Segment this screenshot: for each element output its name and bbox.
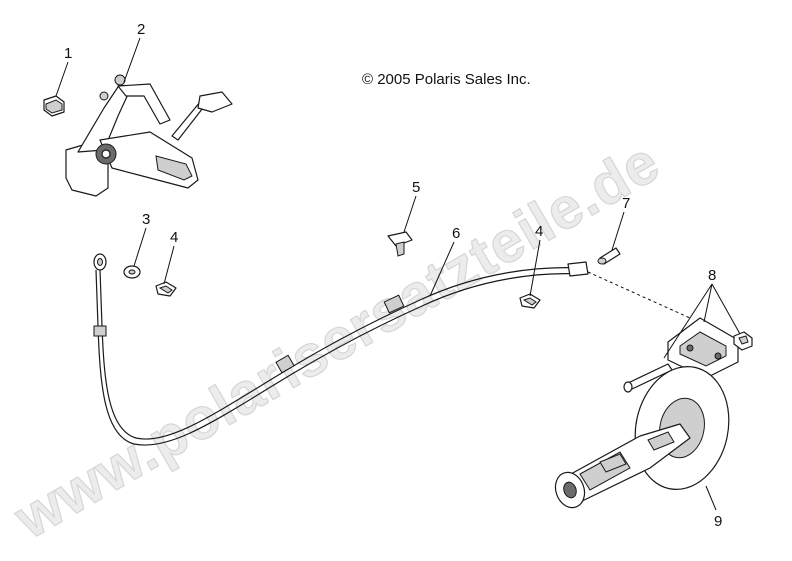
- callout-7: 7: [622, 195, 630, 212]
- callout-4-left: 4: [170, 229, 178, 246]
- copyright-text: © 2005 Polaris Sales Inc.: [362, 71, 531, 88]
- callout-6: 6: [452, 225, 460, 242]
- callout-2: 2: [137, 21, 145, 38]
- callout-8: 8: [708, 267, 716, 284]
- part-3-washer: [123, 265, 141, 279]
- callout-5: 5: [412, 179, 420, 196]
- part-4-clip-left: [155, 281, 177, 297]
- part-9-disc-driveshaft: [554, 366, 730, 509]
- leader-lines: [55, 37, 741, 511]
- alignment-line: [587, 271, 691, 319]
- callout-9: 9: [714, 513, 722, 530]
- part-7-pin: [597, 247, 621, 265]
- part-4-clip-right: [519, 293, 541, 309]
- callout-4-right: 4: [535, 223, 543, 240]
- part-2-pedal-assembly: [65, 74, 233, 197]
- part-8-caliper-set: [623, 317, 753, 393]
- part-1-bolt: [43, 95, 65, 117]
- callout-3: 3: [142, 211, 150, 228]
- part-5-push-rivet: [387, 231, 413, 257]
- callout-1: 1: [64, 45, 72, 62]
- part-6-brake-cable: [93, 253, 589, 446]
